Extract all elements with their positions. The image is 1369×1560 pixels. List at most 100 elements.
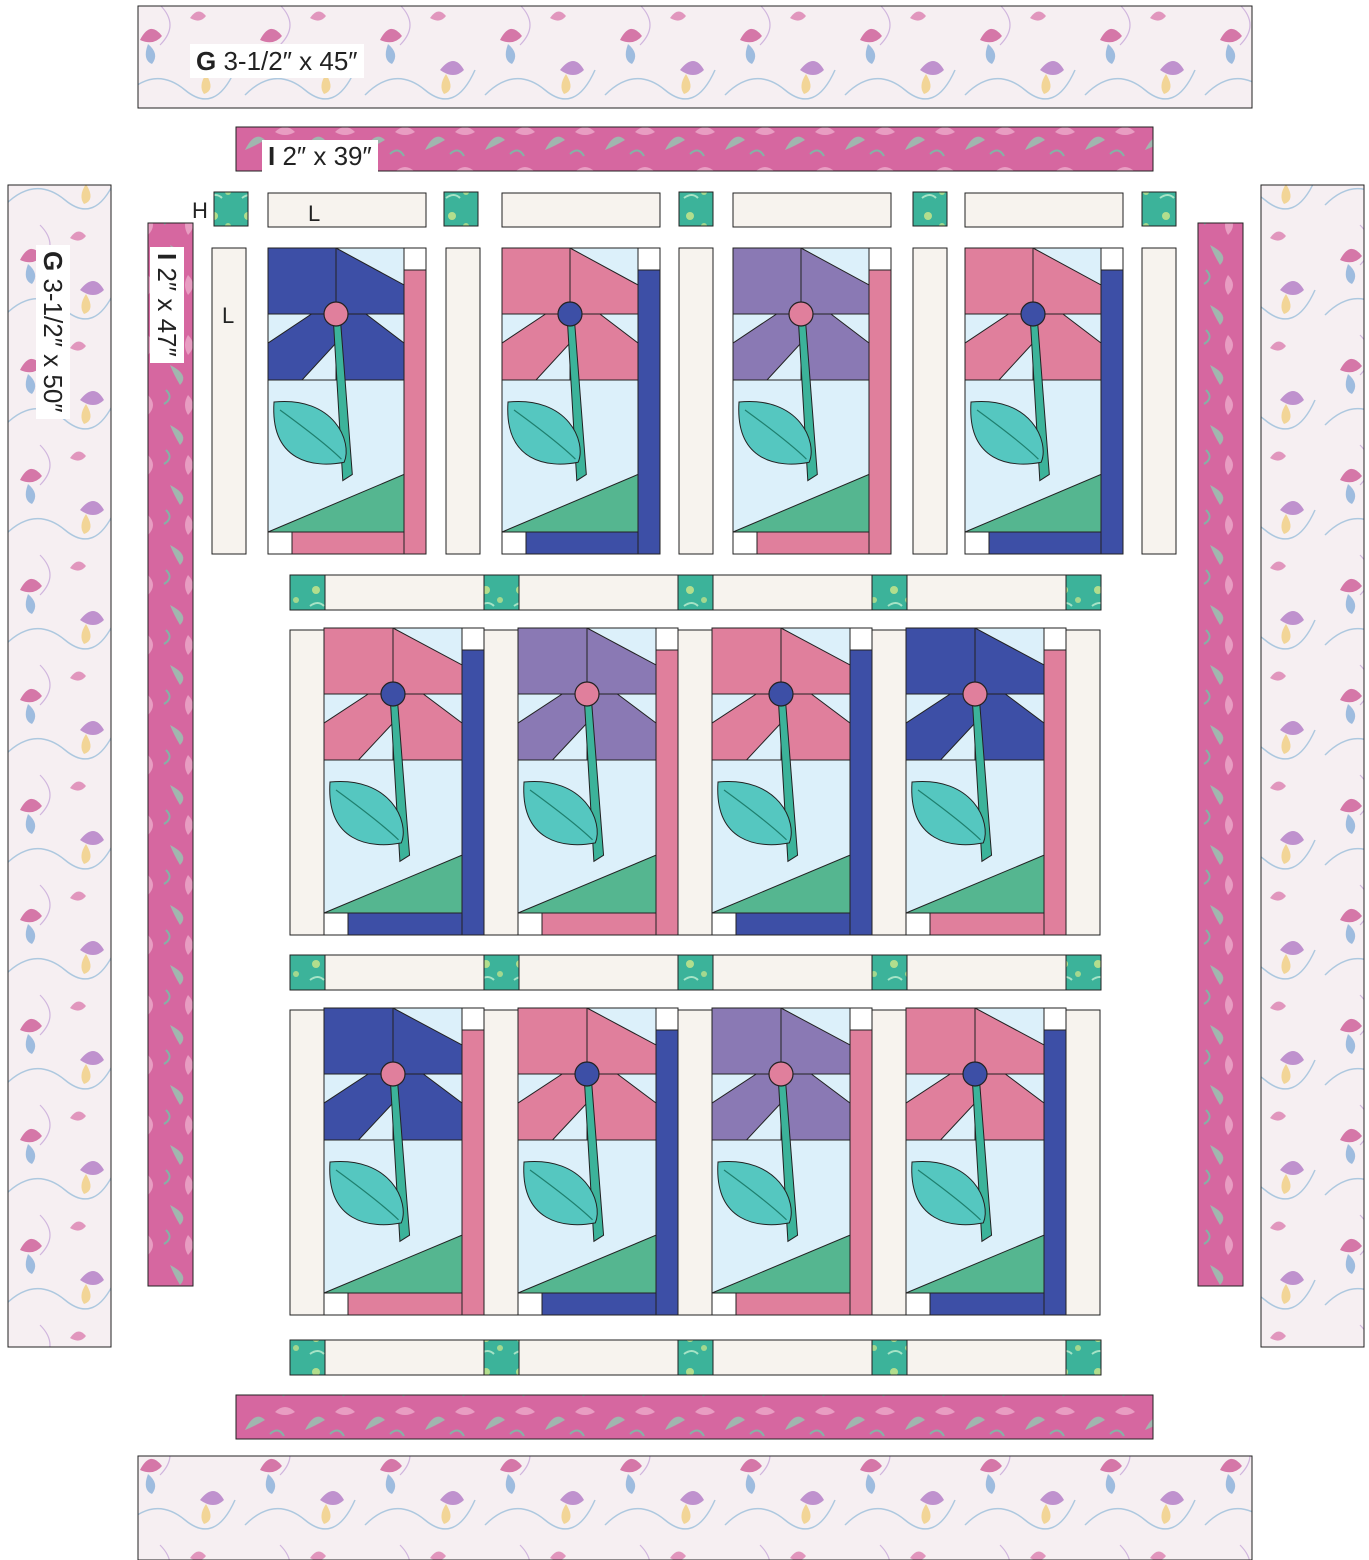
vertical-sashing-l	[1142, 248, 1176, 554]
block-bottom-strip	[736, 1293, 850, 1315]
block-corner-square	[1044, 628, 1066, 650]
cornerstone-h	[678, 955, 713, 990]
right-outer-border-g	[1261, 185, 1364, 1347]
left-border-label: G 3-1/2″ x 50″	[36, 245, 70, 419]
cornerstone-h	[444, 192, 478, 226]
flower-center	[769, 682, 793, 706]
vertical-sashing-l	[679, 248, 713, 554]
flower-block	[502, 248, 660, 554]
vertical-sashing-l	[290, 1010, 324, 1315]
flower-center	[324, 302, 348, 326]
top-border-letter: G	[196, 46, 216, 76]
block-bottom-square	[518, 1293, 542, 1315]
sashing-strip-l	[713, 575, 872, 610]
left-inner-label: I 2″ x 47″	[150, 247, 184, 363]
block-bottom-strip	[542, 1293, 656, 1315]
cornerstone-h	[290, 1340, 325, 1375]
block-side-strip	[404, 270, 426, 554]
block-corner-square	[850, 628, 872, 650]
flower-block	[906, 1008, 1066, 1315]
vertical-sashing-l	[290, 630, 324, 935]
vertical-sashing-l	[872, 1010, 906, 1315]
flower-center	[963, 682, 987, 706]
cornerstone-h	[678, 1340, 713, 1375]
block-corner-square	[462, 1008, 484, 1030]
block-bottom-square	[518, 913, 542, 935]
sashing-strip-l	[713, 1340, 872, 1375]
vertical-sashing-l	[872, 630, 906, 935]
block-bottom-square	[733, 532, 757, 554]
block-side-strip	[1044, 1030, 1066, 1315]
block-bottom-square	[906, 913, 930, 935]
block-side-strip	[869, 270, 891, 554]
block-bottom-strip	[757, 532, 869, 554]
block-bottom-strip	[542, 913, 656, 935]
block-corner-square	[1044, 1008, 1066, 1030]
sashing-strip-l	[713, 955, 872, 990]
block-corner-square	[638, 248, 660, 270]
block-side-strip	[638, 270, 660, 554]
block-bottom-square	[965, 532, 989, 554]
flower-center	[789, 302, 813, 326]
block-side-strip	[656, 1030, 678, 1315]
flower-block	[965, 248, 1123, 554]
cornerstone-h	[679, 192, 713, 226]
block-bottom-strip	[292, 532, 404, 554]
vertical-sashing-l	[1066, 1010, 1100, 1315]
cornerstone-h	[484, 1340, 519, 1375]
block-corner-square	[869, 248, 891, 270]
flower-center	[575, 1062, 599, 1086]
block-bottom-strip	[526, 532, 638, 554]
block-corner-square	[850, 1008, 872, 1030]
sashing-strip-l	[907, 955, 1066, 990]
left-border-size: 3-1/2″ x 50″	[38, 278, 68, 412]
cornerstone-h	[484, 955, 519, 990]
vertical-sashing-l	[913, 248, 947, 554]
sashing-strip-l	[907, 1340, 1066, 1375]
block-bottom-strip	[348, 1293, 462, 1315]
flower-block	[906, 628, 1066, 935]
cornerstone-h	[1066, 575, 1101, 610]
block-side-strip	[656, 650, 678, 935]
block-bottom-square	[268, 532, 292, 554]
top-border-label: G 3-1/2″ x 45″	[190, 44, 364, 78]
block-bottom-square	[324, 913, 348, 935]
block-side-strip	[1101, 270, 1123, 554]
sashing-strip-l	[519, 1340, 678, 1375]
block-corner-square	[656, 1008, 678, 1030]
block-bottom-strip	[930, 1293, 1044, 1315]
cornerstone-h	[484, 575, 519, 610]
block-side-strip	[1044, 650, 1066, 935]
sashing-strip-l	[325, 575, 484, 610]
vertical-sashing-l	[678, 630, 712, 935]
block-side-strip	[462, 650, 484, 935]
vertical-sashing-l	[1066, 630, 1100, 935]
cornerstone-label: H	[192, 200, 208, 222]
sashing-strip-l	[519, 575, 678, 610]
block-bottom-strip	[736, 913, 850, 935]
block-bottom-square	[324, 1293, 348, 1315]
cornerstone-h	[1142, 192, 1176, 226]
sashing-strip-l	[325, 1340, 484, 1375]
sashing-strip-l	[519, 955, 678, 990]
block-side-strip	[850, 1030, 872, 1315]
flower-block	[518, 628, 678, 935]
cornerstone-h	[872, 955, 907, 990]
left-inner-letter: I	[152, 253, 182, 260]
vertical-sashing-l	[484, 1010, 518, 1315]
vertical-sashing-l	[212, 248, 246, 554]
flower-block	[324, 1008, 484, 1315]
top-inner-label: I 2″ x 39″	[262, 140, 378, 172]
flower-block	[518, 1008, 678, 1315]
cornerstone-h	[290, 955, 325, 990]
sashing-strip-l	[907, 575, 1066, 610]
vertical-sashing-l	[484, 630, 518, 935]
sashing-strip-l	[733, 193, 891, 227]
sashing-strip-l	[502, 193, 660, 227]
block-bottom-square	[712, 913, 736, 935]
left-inner-size: 2″ x 47″	[152, 267, 182, 356]
flower-center	[381, 1062, 405, 1086]
sashing-strip-l	[268, 193, 426, 227]
bottom-outer-border-g	[138, 1456, 1252, 1560]
vertical-sashing-l	[446, 248, 480, 554]
